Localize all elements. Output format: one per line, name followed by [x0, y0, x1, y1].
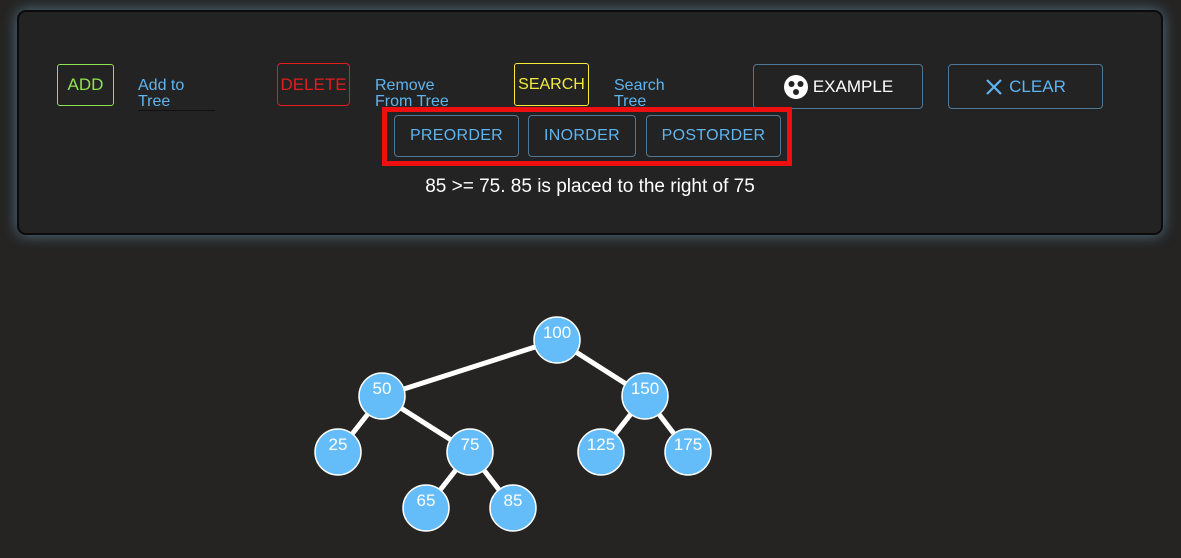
tree-node-50: 50 [358, 372, 406, 420]
tree-node-value: 150 [631, 379, 659, 398]
tree-node-85: 85 [489, 484, 537, 532]
search-button[interactable]: SEARCH [514, 63, 589, 106]
add-input[interactable]: Add to Tree [138, 78, 215, 111]
tree-node-value: 25 [329, 435, 348, 454]
example-label: EXAMPLE [812, 76, 894, 96]
add-button[interactable]: ADD [57, 64, 114, 106]
delete-input[interactable]: Remove From Tree [375, 77, 449, 110]
tree-node-125: 125 [577, 428, 625, 476]
tree-node-value: 50 [373, 379, 392, 398]
tree-node-circle [533, 316, 581, 364]
tree-node-175: 175 [664, 428, 712, 476]
tree-node-circle [621, 372, 669, 420]
example-icon [783, 74, 808, 99]
tree-edge [381, 337, 558, 399]
tree-node-value: 75 [461, 435, 480, 454]
clear-label: CLEAR [1009, 76, 1066, 96]
tree-node-circle [664, 428, 712, 476]
tree-node-value: 175 [674, 435, 702, 454]
tree-node-150: 150 [621, 372, 669, 420]
tree-node-circle [489, 484, 537, 532]
tree-node-25: 25 [314, 428, 362, 476]
preorder-button[interactable]: PREORDER [394, 115, 519, 157]
tree-node-value: 85 [504, 491, 523, 510]
inorder-button[interactable]: INORDER [528, 115, 636, 157]
tree-node-circle [314, 428, 362, 476]
tree-node-75: 75 [446, 428, 494, 476]
status-message: 85 >= 75. 85 is placed to the right of 7… [425, 176, 755, 197]
clear-button[interactable]: CLEAR [948, 64, 1103, 109]
tree-node-circle [358, 372, 406, 420]
traversal-highlight-box [382, 107, 792, 166]
example-button[interactable]: EXAMPLE [753, 64, 923, 109]
search-input[interactable]: Search Tree [614, 77, 665, 110]
tree-node-100: 100 [533, 316, 581, 364]
close-icon [986, 78, 1002, 95]
tree-node-circle [577, 428, 625, 476]
tree-node-value: 65 [417, 491, 436, 510]
tree-node-value: 100 [543, 323, 571, 342]
tree-node-65: 65 [402, 484, 450, 532]
delete-button[interactable]: DELETE [277, 63, 350, 106]
tree-node-circle [402, 484, 450, 532]
tree-node-circle [446, 428, 494, 476]
controls-panel: ADD Add to Tree DELETE Remove From Tree … [17, 10, 1163, 235]
tree-node-value: 125 [587, 435, 615, 454]
postorder-button[interactable]: POSTORDER [646, 115, 781, 157]
